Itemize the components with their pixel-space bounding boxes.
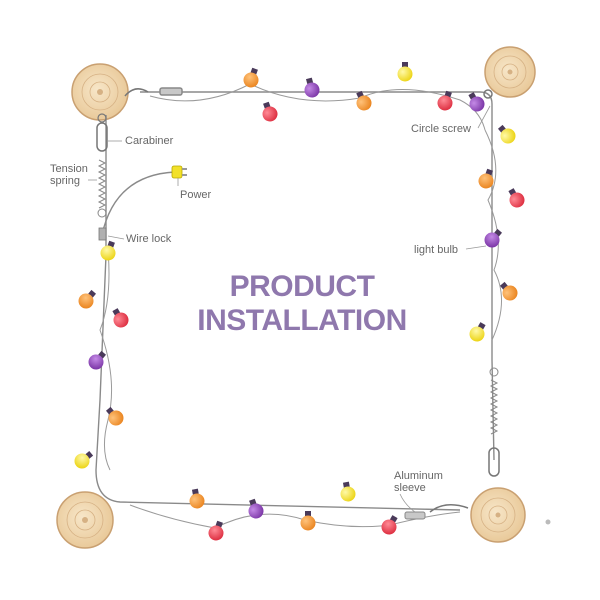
light-bulb bbox=[397, 62, 413, 82]
light-bulb bbox=[100, 240, 116, 261]
light-bulb bbox=[508, 188, 525, 208]
light-bulb bbox=[74, 450, 94, 469]
light-bulb bbox=[340, 481, 356, 502]
light-bulb bbox=[243, 67, 259, 88]
right-tension-spring bbox=[488, 367, 500, 477]
light-bulb bbox=[304, 77, 320, 98]
light-bulb bbox=[105, 406, 124, 426]
light-bulbs bbox=[74, 62, 525, 541]
label-wire-lock: Wire lock bbox=[126, 233, 172, 245]
light-bulb bbox=[437, 90, 453, 111]
label-aluminum-sleeve-line1: Aluminum bbox=[394, 470, 443, 482]
light-bulb bbox=[478, 168, 494, 189]
power-plug bbox=[171, 165, 187, 179]
light-bulb bbox=[78, 289, 97, 309]
light-bulb bbox=[248, 498, 264, 519]
wood-disc-top-right bbox=[484, 46, 536, 98]
wood-disc-bottom-left bbox=[56, 491, 114, 549]
wood-disc-top-left bbox=[71, 63, 129, 121]
light-bulb bbox=[88, 350, 107, 370]
light-bulb bbox=[381, 515, 398, 535]
label-tension-spring-line2: spring bbox=[50, 175, 80, 187]
light-bulb bbox=[468, 92, 485, 112]
light-bulb bbox=[499, 281, 518, 301]
wire-lock-hardware bbox=[98, 227, 107, 241]
circle-screw-hardware bbox=[483, 89, 493, 99]
carabiner-hardware bbox=[96, 113, 108, 152]
light-bulb bbox=[112, 308, 129, 328]
corner-dot bbox=[545, 519, 551, 525]
label-carabiner: Carabiner bbox=[125, 135, 174, 147]
top-left-hook bbox=[124, 87, 183, 97]
light-bulb bbox=[469, 322, 486, 342]
light-bulb bbox=[497, 124, 516, 144]
light-bulb bbox=[300, 511, 316, 531]
label-circle-screw: Circle screw bbox=[411, 123, 471, 135]
light-bulb bbox=[356, 90, 372, 111]
label-aluminum-sleeve-line2: sleeve bbox=[394, 482, 426, 494]
label-power: Power bbox=[180, 189, 212, 201]
light-bulb bbox=[208, 520, 224, 541]
title-line-1: PRODUCT bbox=[230, 270, 375, 303]
label-tension-spring-line1: Tension bbox=[50, 163, 88, 175]
label-light-bulb: light bulb bbox=[414, 244, 458, 256]
tension-spring-hardware bbox=[97, 159, 107, 218]
wood-disc-bottom-right bbox=[470, 487, 526, 543]
light-bulb bbox=[484, 228, 503, 248]
label-leaders bbox=[88, 105, 491, 513]
light-bulb bbox=[262, 101, 278, 122]
title-line-2: INSTALLATION bbox=[197, 304, 407, 337]
light-bulb bbox=[189, 488, 205, 509]
